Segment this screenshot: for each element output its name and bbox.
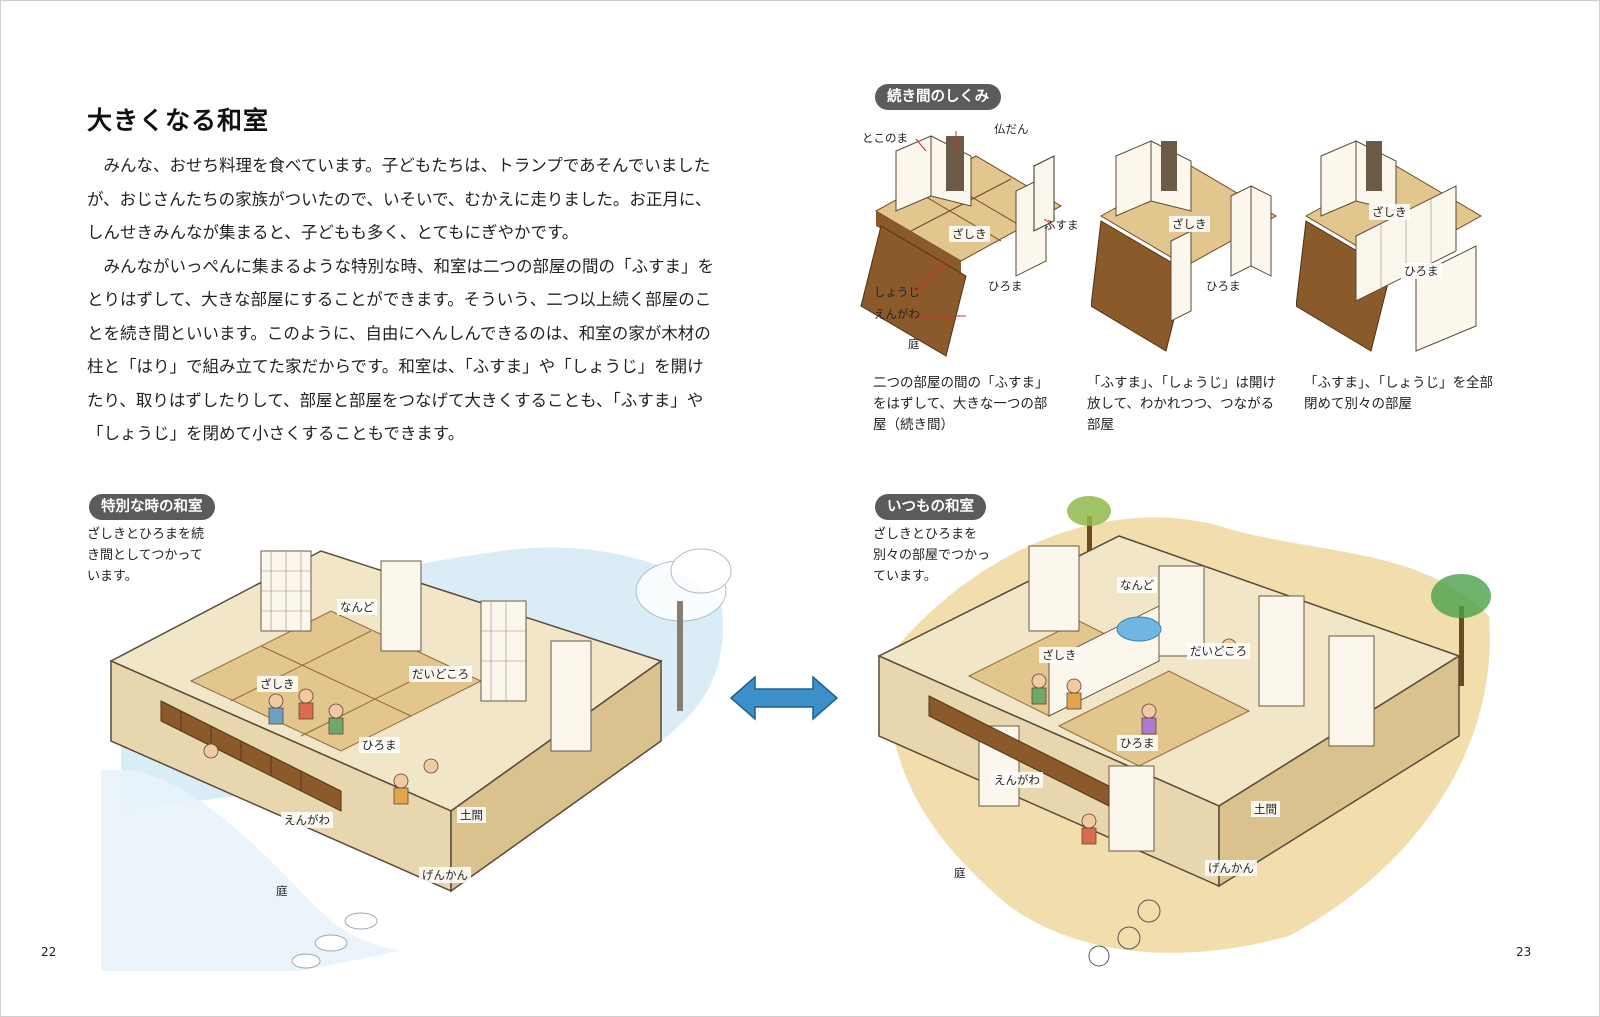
special-label-hiroma: ひろま bbox=[359, 737, 400, 753]
special-description: ざしきとひろまを続き間としてつかっています。 bbox=[87, 527, 205, 584]
structure-label-zashiki-3: ざしき bbox=[1369, 204, 1410, 220]
structure-caption-1: 二つの部屋の間の「ふすま」をはずして、大きな一つの部屋（続き間） bbox=[873, 375, 1049, 433]
everyday-label-engawa: えんがわ bbox=[991, 772, 1043, 788]
body-text: みんな、おせち料理を食べています。子どもたちは、トランプであそんでいましたが、お… bbox=[87, 149, 717, 451]
structure-caption-3: 「ふすま」、「しょうじ」を全部閉めて別々の部屋 bbox=[1304, 375, 1493, 412]
everyday-heading: いつもの和室 bbox=[875, 494, 986, 520]
structure-label-hiroma-1: ひろま bbox=[985, 278, 1026, 294]
special-label-engawa: えんがわ bbox=[281, 812, 333, 828]
structure-heading: 続き間のしくみ bbox=[875, 84, 1002, 110]
special-label-zashiki: ざしき bbox=[257, 676, 298, 692]
special-label-doma: 土間 bbox=[457, 807, 486, 823]
page-number-right: 23 bbox=[1516, 945, 1532, 959]
special-house-illustration: なんど ざしき だいどころ ひろま えんがわ 土間 げんかん 庭 bbox=[101, 511, 741, 971]
body-paragraph-1: みんな、おせち料理を食べています。子どもたちは、トランプであそんでいましたが、お… bbox=[87, 156, 712, 242]
everyday-label-daidokoro: だいどころ bbox=[1187, 643, 1251, 659]
double-arrow-icon bbox=[729, 673, 839, 723]
everyday-house-illustration: なんど ざしき だいどころ ひろま えんがわ 土間 げんかん 庭 bbox=[859, 486, 1499, 971]
structure-label-niwa: 庭 bbox=[908, 337, 920, 351]
body-paragraph-2: みんながいっぺんに集まるような特別な時、和室は二つの部屋の間の「ふすま」をとりは… bbox=[87, 256, 714, 444]
structure-diagram-3 bbox=[1296, 126, 1491, 361]
structure-label-tokonoma: とこのま bbox=[862, 131, 908, 145]
special-label-nando: なんど bbox=[337, 599, 378, 615]
everyday-label-doma: 土間 bbox=[1251, 801, 1280, 817]
structure-label-zashiki-1: ざしき bbox=[949, 226, 990, 242]
structure-label-fusuma: ふすま bbox=[1044, 218, 1079, 232]
structure-diagram-1 bbox=[856, 111, 1081, 366]
special-label-genkan: げんかん bbox=[419, 867, 471, 883]
page-number-left: 22 bbox=[41, 945, 57, 959]
everyday-label-nando: なんど bbox=[1117, 577, 1158, 593]
special-heading: 特別な時の和室 bbox=[89, 494, 215, 520]
everyday-label-genkan: げんかん bbox=[1205, 860, 1257, 876]
structure-label-shouji: しょうじ bbox=[874, 285, 920, 299]
everyday-label-hiroma: ひろま bbox=[1117, 735, 1158, 751]
special-label-daidokoro: だいどころ bbox=[409, 666, 473, 682]
everyday-label-zashiki: ざしき bbox=[1039, 647, 1080, 663]
page-title: 大きくなる和室 bbox=[87, 106, 270, 135]
everyday-description: ざしきとひろまを別々の部屋でつかっています。 bbox=[873, 527, 991, 584]
structure-label-zashiki-2: ざしき bbox=[1169, 216, 1210, 232]
everyday-label-niwa: 庭 bbox=[954, 866, 966, 880]
structure-caption-2: 「ふすま」、「しょうじ」は開け放して、わかれつつ、つながる部屋 bbox=[1087, 375, 1276, 433]
structure-label-engawa: えんがわ bbox=[874, 307, 920, 321]
special-label-niwa: 庭 bbox=[276, 884, 288, 898]
structure-diagram-2 bbox=[1091, 126, 1286, 361]
structure-label-butsudan: 仏だん bbox=[994, 122, 1029, 136]
structure-label-hiroma-2: ひろま bbox=[1203, 278, 1244, 294]
structure-label-hiroma-3: ひろま bbox=[1401, 263, 1442, 279]
